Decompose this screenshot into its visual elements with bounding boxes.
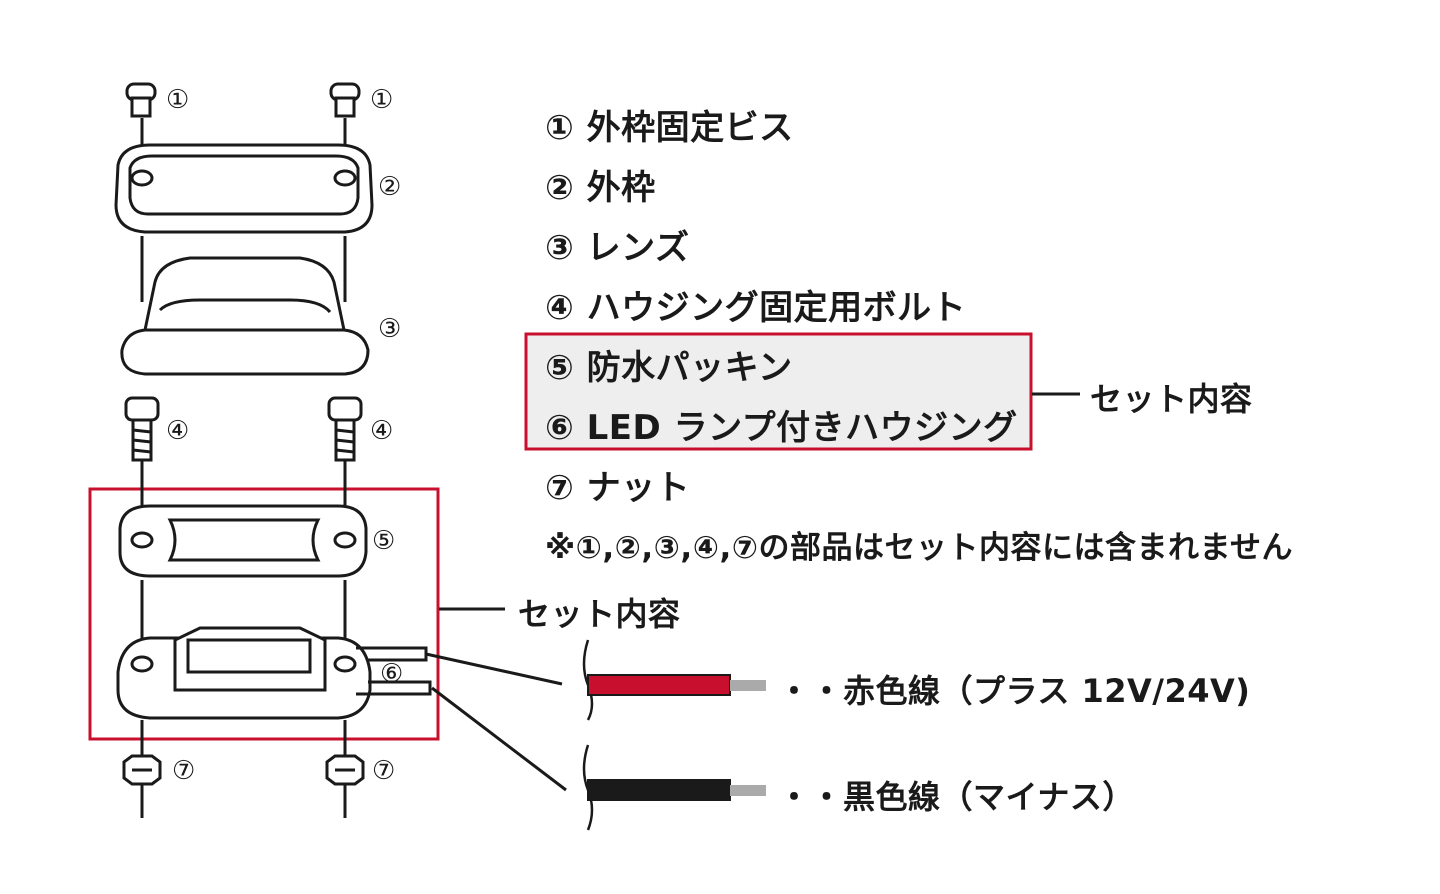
legend-label: レンズ <box>586 228 690 268</box>
callout-2: ② <box>378 172 402 202</box>
callout-6: ⑥ <box>380 659 404 689</box>
screw-part-1-left <box>125 82 157 118</box>
callout-1-right: ① <box>370 85 394 115</box>
screw-part-1-right <box>329 82 361 118</box>
black-wire-sheath <box>730 785 766 796</box>
legend-label: 防水パッキン <box>586 348 793 388</box>
legend-item-4: ④ ハウジング固定用ボルト <box>545 280 966 329</box>
legend-item-7: ⑦ ナット <box>545 460 690 509</box>
diagram-set-contents-label: セット内容 <box>518 595 681 633</box>
legend-item-1: ① 外枠固定ビス <box>545 100 794 149</box>
legend-item-3: ③ レンズ <box>545 220 689 269</box>
red-wire-sheath <box>730 680 766 691</box>
diagram-set-contents-frame <box>88 487 440 741</box>
legend-label: ナット <box>586 468 691 508</box>
exclusion-note: ※①,②,③,④,⑦の部品はセット内容には含まれません <box>545 530 1294 566</box>
legend-num: ④ <box>545 288 575 328</box>
legend-num: ⑤ <box>545 348 575 388</box>
legend-num: ② <box>545 168 575 208</box>
callout-4-right: ④ <box>370 416 394 446</box>
legend-label: LED ランプ付きハウジング <box>586 408 1018 448</box>
callout-5: ⑤ <box>372 526 396 556</box>
callout-7-right: ⑦ <box>372 756 396 786</box>
nut-part-7-left <box>122 754 162 786</box>
led-housing-part-6 <box>116 626 372 720</box>
callout-1-left: ① <box>166 85 190 115</box>
legend-num: ① <box>545 108 575 148</box>
outer-frame-part-2 <box>114 143 374 234</box>
black-wire-leader <box>431 686 567 792</box>
gasket-part-5 <box>118 504 368 578</box>
legend-item-6: ⑥ LED ランプ付きハウジング <box>545 400 1018 449</box>
nut-part-7-right <box>325 754 365 786</box>
legend-num: ③ <box>545 228 575 268</box>
black-wire <box>587 779 731 801</box>
black-wire-label: ・・黒色線（マイナス） <box>778 778 1135 816</box>
callout-7-left: ⑦ <box>172 756 196 786</box>
red-wire-label: ・・赤色線（プラス 12V/24V) <box>778 672 1251 710</box>
lens-part-3 <box>120 256 370 376</box>
red-wire <box>587 674 731 696</box>
set-contents-highlight-box <box>524 332 1033 451</box>
legend-label: 外枠 <box>586 168 656 208</box>
legend-label: 外枠固定ビス <box>586 108 794 148</box>
legend-num: ⑥ <box>545 408 575 448</box>
red-wire-leader <box>425 652 563 686</box>
legend-item-2: ② 外枠 <box>545 160 656 209</box>
legend-num: ⑦ <box>545 468 575 508</box>
legend-label: ハウジング固定用ボルト <box>586 288 967 328</box>
callout-3: ③ <box>378 314 402 344</box>
bolt-part-4-right <box>327 396 363 462</box>
legend-item-5: ⑤ 防水パッキン <box>545 340 793 389</box>
set-contents-label: セット内容 <box>1090 380 1253 418</box>
callout-4-left: ④ <box>166 416 190 446</box>
bolt-part-4-left <box>124 396 160 462</box>
